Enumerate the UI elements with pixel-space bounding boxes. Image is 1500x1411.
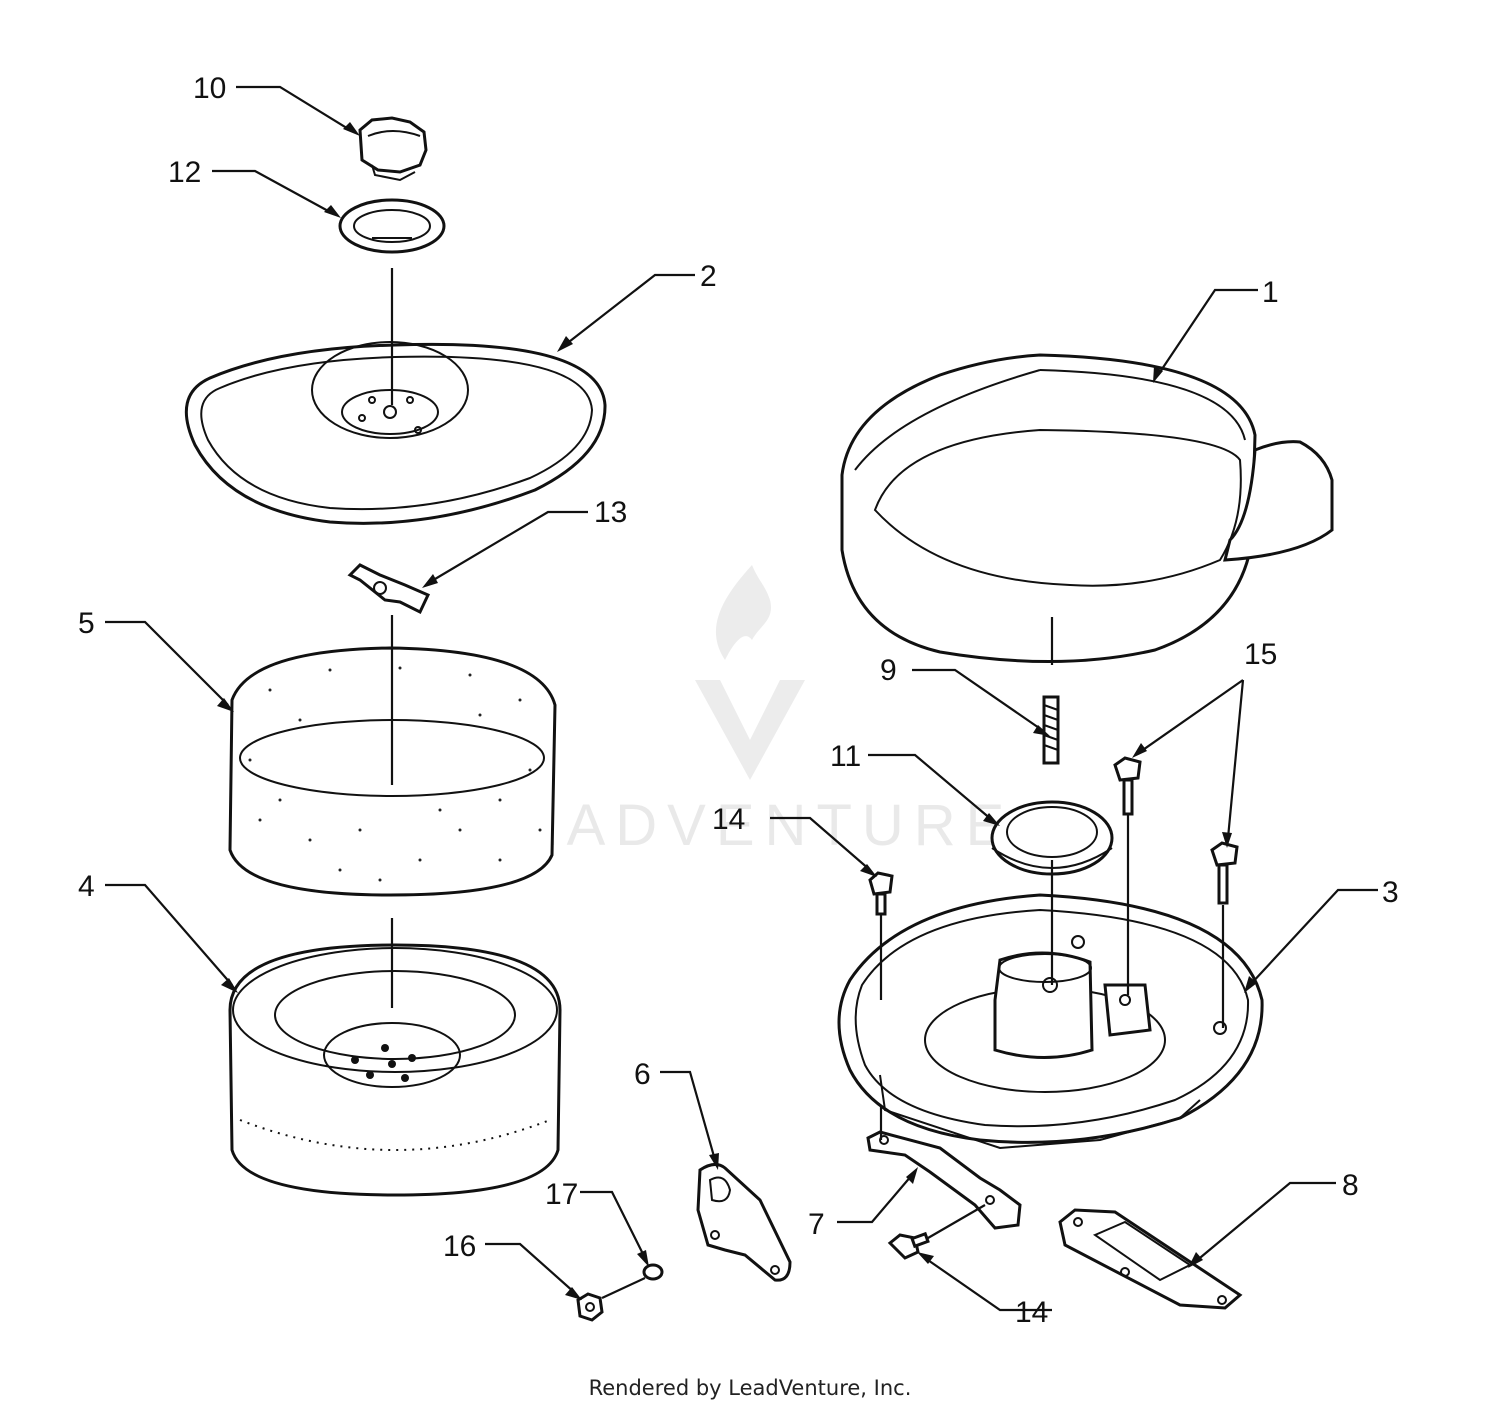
part-8-gasket	[1058, 1208, 1243, 1310]
part-17-lock-washer	[642, 1263, 664, 1281]
callout-9: 9	[880, 654, 897, 687]
part-14-screw-lower	[887, 1231, 930, 1260]
callout-5: 5	[78, 607, 95, 640]
callout-15: 15	[1244, 638, 1277, 671]
watermark: LEADVENTURE	[476, 565, 1015, 858]
callout-8: 8	[1342, 1169, 1359, 1202]
part-10-knob	[358, 116, 428, 182]
part-3-base	[837, 893, 1264, 1150]
part-15-bolts	[1113, 756, 1239, 905]
axis-lines-right	[601, 617, 1225, 1299]
flame-logo-icon	[715, 565, 771, 660]
part-14-screw-upper	[868, 871, 894, 916]
callout-14-lower: 14	[1015, 1296, 1048, 1329]
leader-lines	[105, 85, 1378, 1312]
callout-14-upper: 14	[712, 803, 745, 836]
callout-4: 4	[78, 870, 95, 903]
callout-11: 11	[830, 740, 861, 773]
part-9-stud	[1042, 695, 1060, 765]
callout-12: 12	[168, 156, 201, 189]
part-13-wing-nut	[347, 563, 431, 615]
callout-3: 3	[1382, 876, 1399, 909]
part-1-housing	[840, 353, 1334, 664]
part-4-filter	[228, 943, 562, 1197]
part-6-bracket	[696, 1163, 792, 1282]
callout-16: 16	[443, 1230, 476, 1263]
callout-7: 7	[808, 1208, 825, 1241]
callout-6: 6	[634, 1058, 651, 1091]
callout-10: 10	[193, 72, 226, 105]
part-2-cover	[184, 341, 607, 525]
callout-1: 1	[1262, 276, 1279, 309]
watermark-text: LEADVENTURE	[476, 793, 1015, 858]
part-12-washer	[338, 198, 446, 254]
footer-credit: Rendered by LeadVenture, Inc.	[588, 1376, 912, 1400]
callout-13: 13	[594, 496, 627, 529]
callout-labels: 10 12 2 13 5 4 1 9 11 15 14 3 6 7 8 17 1…	[78, 72, 1399, 1329]
callout-2: 2	[700, 260, 717, 293]
v-logo-icon	[695, 680, 805, 780]
callout-17: 17	[545, 1178, 578, 1211]
part-16-nut	[576, 1292, 604, 1322]
